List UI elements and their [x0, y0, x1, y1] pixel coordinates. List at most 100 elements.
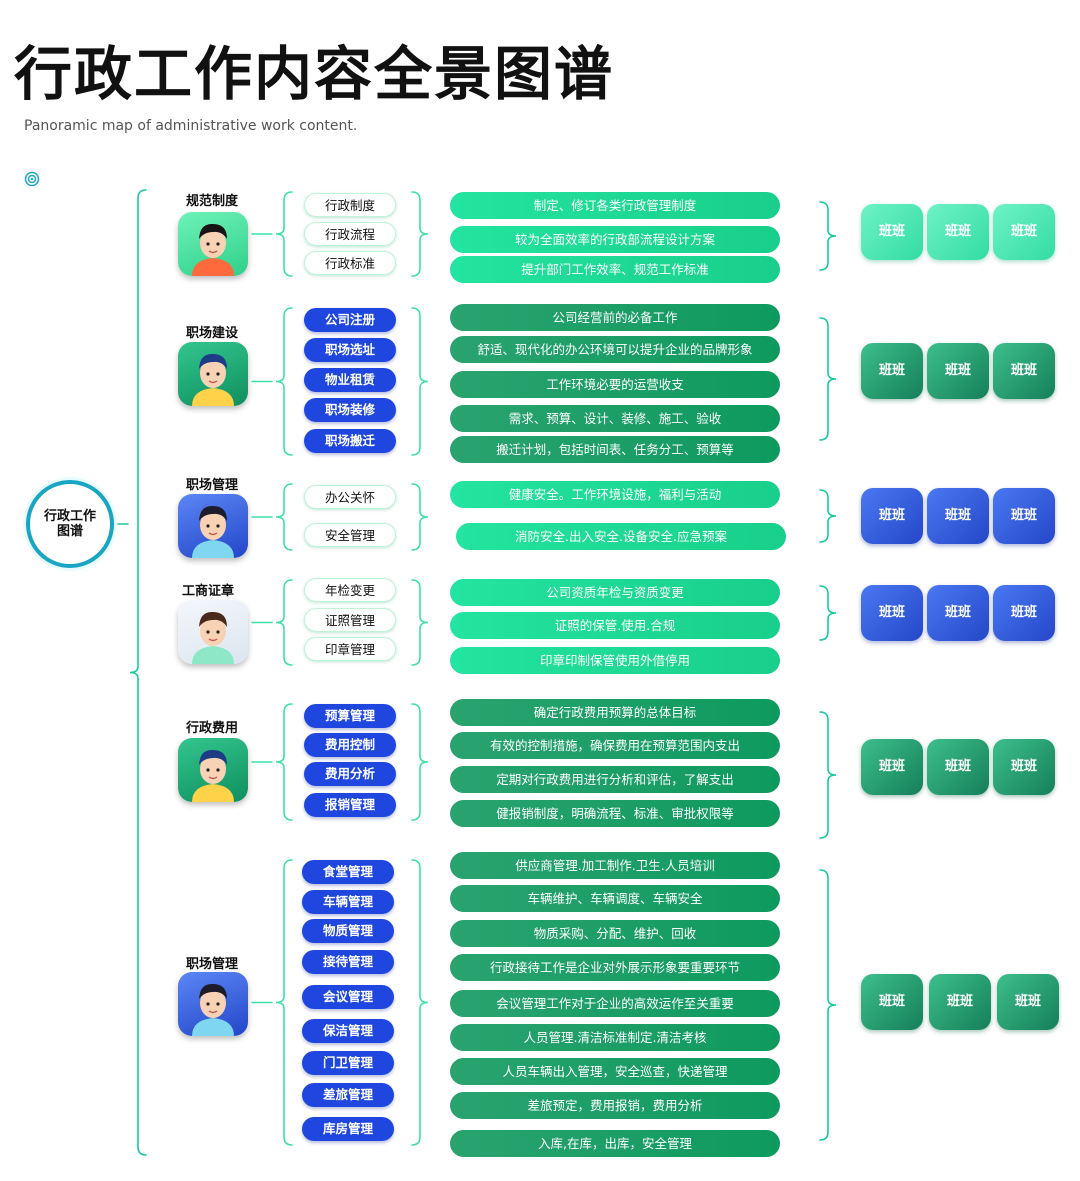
role-card[interactable]: 班班 [993, 585, 1055, 641]
sub-item[interactable]: 行政流程 [304, 222, 396, 246]
item-brace-right [411, 579, 429, 666]
sub-item[interactable]: 车辆管理 [302, 890, 394, 914]
item-brace [275, 579, 293, 666]
sub-item[interactable]: 证照管理 [304, 608, 396, 632]
role-card[interactable]: 班班 [993, 739, 1055, 795]
section-title: 职场建设 [186, 326, 239, 341]
root-node: 行政工作图谱 [26, 480, 114, 568]
description-bar: 公司资质年检与资质变更 [450, 579, 780, 606]
sub-item[interactable]: 库房管理 [302, 1117, 394, 1141]
role-card[interactable]: 班班 [861, 974, 923, 1030]
description-bar: 供应商管理.加工制作.卫生.人员培训 [450, 852, 780, 879]
description-bar: 搬迁计划，包括时间表、任务分工、预算等 [450, 436, 780, 463]
role-card[interactable]: 班班 [861, 739, 923, 795]
section-title: 职场管理 [186, 957, 239, 972]
description-bar: 需求、预算、设计、装修、施工、验收 [450, 405, 780, 432]
desc-brace [819, 585, 837, 641]
item-brace [275, 703, 293, 821]
description-bar: 人员车辆出入管理，安全巡查，快递管理 [450, 1058, 780, 1085]
sub-item[interactable]: 门卫管理 [302, 1051, 394, 1075]
role-card[interactable]: 班班 [929, 974, 991, 1030]
item-brace-right [411, 191, 429, 277]
person-avatar-icon [192, 223, 234, 276]
description-bar: 人员管理.清洁标准制定.清洁考核 [450, 1024, 780, 1051]
description-bar: 行政接待工作是企业对外展示形象要重要环节 [450, 954, 780, 981]
person-avatar-icon [192, 749, 234, 802]
sub-item[interactable]: 接待管理 [302, 950, 394, 974]
desc-brace [819, 489, 837, 543]
role-card[interactable]: 班班 [997, 974, 1059, 1030]
role-card[interactable]: 班班 [993, 204, 1055, 260]
sub-item[interactable]: 费用分析 [304, 762, 396, 786]
sub-item[interactable]: 预算管理 [304, 704, 396, 728]
role-card[interactable]: 班班 [927, 488, 989, 544]
person-avatar-icon [192, 611, 234, 664]
description-bar: 公司经营前的必备工作 [450, 304, 780, 331]
description-bar: 定期对行政费用进行分析和评估，了解支出 [450, 766, 780, 793]
role-card[interactable]: 班班 [927, 739, 989, 795]
item-brace [275, 307, 293, 456]
sub-item[interactable]: 食堂管理 [302, 860, 394, 884]
description-bar: 较为全面效率的行政部流程设计方案 [450, 226, 780, 253]
sub-item[interactable]: 行政制度 [304, 193, 396, 217]
item-brace-right [411, 483, 429, 551]
person-avatar-icon [192, 353, 234, 406]
description-bar: 入库,在库，出库，安全管理 [450, 1130, 780, 1157]
description-bar: 制定、修订各类行政管理制度 [450, 192, 780, 219]
person-avatar-icon [192, 983, 234, 1036]
description-bar: 有效的控制措施，确保费用在预算范围内支出 [450, 732, 780, 759]
role-card[interactable]: 班班 [861, 343, 923, 399]
item-brace-right [411, 307, 429, 456]
item-brace-right [411, 859, 429, 1146]
sub-item[interactable]: 印章管理 [304, 637, 396, 661]
section-title: 行政费用 [186, 721, 239, 736]
role-card[interactable]: 班班 [861, 204, 923, 260]
sub-item[interactable]: 费用控制 [304, 733, 396, 757]
description-bar: 确定行政费用预算的总体目标 [450, 699, 780, 726]
role-card[interactable]: 班班 [861, 488, 923, 544]
sub-item[interactable]: 报销管理 [304, 793, 396, 817]
description-bar: 证照的保管.使用.合规 [450, 612, 780, 639]
section-avatar [178, 738, 248, 802]
description-bar: 健康安全。工作环境设施，福利与活动 [450, 481, 780, 508]
person-avatar-icon [192, 505, 234, 558]
master-brace [129, 189, 147, 1156]
page-subtitle: Panoramic map of administrative work con… [24, 118, 358, 134]
role-card[interactable]: 班班 [993, 488, 1055, 544]
sub-item[interactable]: 安全管理 [304, 523, 396, 547]
sub-item[interactable]: 职场装修 [304, 398, 396, 422]
sub-item[interactable]: 行政标准 [304, 251, 396, 275]
section-avatar [178, 972, 248, 1036]
description-bar: 舒适、现代化的办公环境可以提升企业的品牌形象 [450, 336, 780, 363]
description-bar: 差旅预定，费用报销，费用分析 [450, 1092, 780, 1119]
sub-item[interactable]: 差旅管理 [302, 1083, 394, 1107]
desc-brace [819, 317, 837, 441]
role-card[interactable]: 班班 [927, 204, 989, 260]
description-bar: 健报销制度，明确流程、标准、审批权限等 [450, 800, 780, 827]
sub-item[interactable]: 会议管理 [302, 985, 394, 1009]
sub-item[interactable]: 职场选址 [304, 338, 396, 362]
role-card[interactable]: 班班 [993, 343, 1055, 399]
sub-item[interactable]: 年检变更 [304, 578, 396, 602]
description-bar: 物质采购、分配、维护、回收 [450, 920, 780, 947]
sub-item[interactable]: 物质管理 [302, 919, 394, 943]
item-brace [275, 859, 293, 1146]
sub-item[interactable]: 公司注册 [304, 308, 396, 332]
role-card[interactable]: 班班 [861, 585, 923, 641]
sub-item[interactable]: 办公关怀 [304, 485, 396, 509]
item-brace [275, 191, 293, 277]
sub-item[interactable]: 物业租赁 [304, 368, 396, 392]
description-bar: 工作环境必要的运营收支 [450, 371, 780, 398]
description-bar: 车辆维护、车辆调度、车辆安全 [450, 885, 780, 912]
section-avatar [178, 600, 248, 664]
item-brace-right [411, 703, 429, 821]
page-title: 行政工作内容全景图谱 [14, 40, 615, 108]
sub-item[interactable]: 保洁管理 [302, 1019, 394, 1043]
section-title: 工商证章 [182, 584, 235, 599]
role-card[interactable]: 班班 [927, 585, 989, 641]
item-brace [275, 483, 293, 551]
sub-item[interactable]: 职场搬迁 [304, 429, 396, 453]
description-bar: 会议管理工作对于企业的高效运作至关重要 [450, 990, 780, 1017]
role-card[interactable]: 班班 [927, 343, 989, 399]
